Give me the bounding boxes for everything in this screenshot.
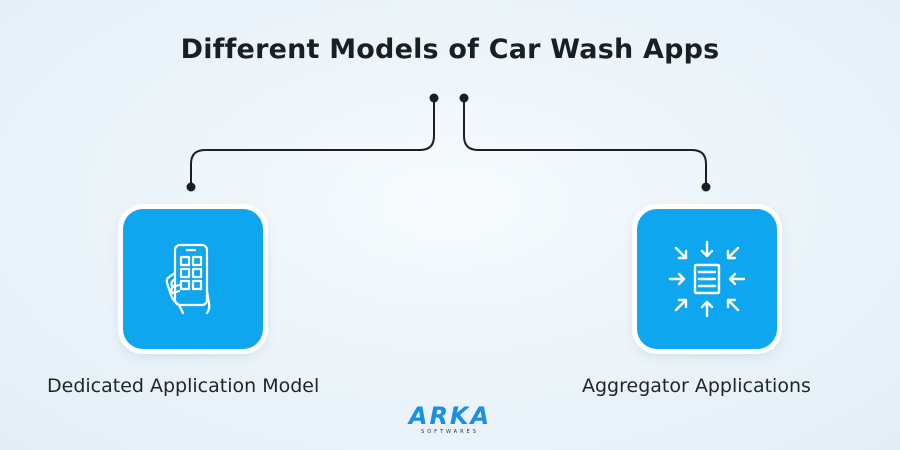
- aggregator-card: [637, 209, 777, 349]
- connector-dot-top-right: [459, 93, 469, 103]
- connector-dot-left: [186, 182, 196, 192]
- diagram-title: Different Models of Car Wash Apps: [180, 34, 720, 65]
- connector-left: [190, 98, 435, 187]
- dedicated-model-label: Dedicated Application Model: [47, 375, 320, 397]
- connector-right: [463, 98, 707, 187]
- connector-dot-top-left: [429, 93, 439, 103]
- smartphone-hand-icon: [165, 243, 211, 315]
- logo-name: ARKA: [408, 402, 492, 430]
- connector-dot-right: [701, 182, 711, 192]
- aggregator-label: Aggregator Applications: [582, 375, 811, 397]
- logo-subtext: SOFTWARES: [421, 429, 479, 435]
- arka-logo: ARKA SOFTWARES: [398, 402, 502, 436]
- dedicated-model-card: [123, 209, 263, 349]
- aggregator-arrows-icon: [668, 240, 746, 318]
